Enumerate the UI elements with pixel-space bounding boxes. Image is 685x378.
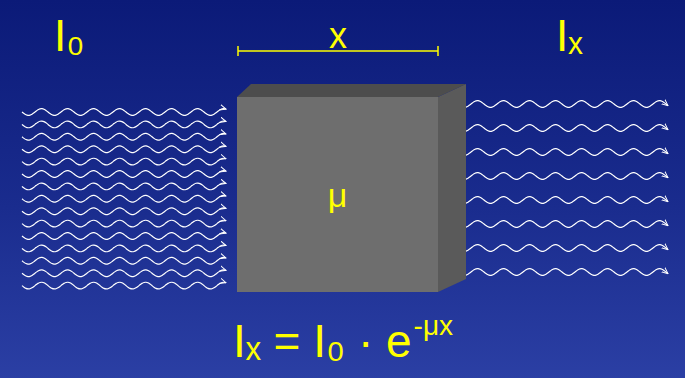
wave-line [22,183,226,190]
wave-line [458,101,668,108]
wave-line [458,173,668,180]
wave-line [22,257,226,264]
wave-line [22,195,226,202]
block-top-face [237,84,466,97]
wave-line [458,149,668,156]
absorber-block [237,84,466,292]
wave-line [22,158,226,165]
attenuation-formula: Iₓ = I₀ · e [233,318,412,364]
wave-line [22,220,226,227]
block-side-face [438,84,466,292]
wave-line [22,133,226,140]
wave-line [458,125,668,132]
transmitted-waves [458,101,668,276]
wave-line [458,221,668,228]
absorber-box: μ [237,97,438,292]
wave-line [22,146,226,153]
wave-line [458,245,668,252]
dimension-tick [437,46,439,56]
wave-line [458,269,668,276]
wave-line [22,121,226,128]
wave-line [22,171,226,178]
wave-line [22,245,226,252]
thickness-label: x [329,18,347,54]
dimension-tick [237,46,239,56]
transmitted-intensity: Iₓ [556,14,583,58]
wave-line [22,109,226,116]
wave-line [22,282,226,289]
wave-line [22,270,226,277]
wave-line [22,208,226,215]
incident-waves [22,109,226,289]
wave-line [22,233,226,240]
incident-intensity: I₀ [54,14,85,58]
formula-exponent: -μx [414,312,453,340]
block-front-face [237,97,438,292]
coefficient-label: μ [328,178,348,212]
wave-line [458,197,668,204]
